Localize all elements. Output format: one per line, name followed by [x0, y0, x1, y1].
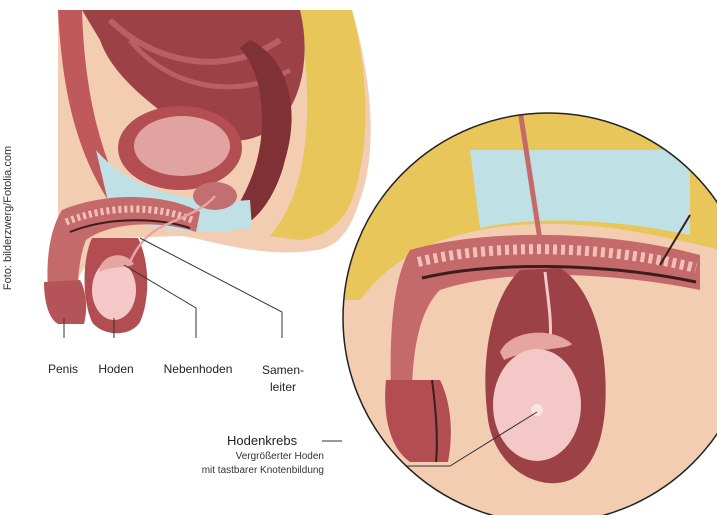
photo-credit: Foto: bilderzwerg/Fotolia.com: [2, 118, 14, 318]
label-penis: Penis: [48, 362, 78, 376]
penis-glans: [44, 280, 86, 324]
magnified-view: [340, 110, 717, 515]
label-samenleiter: Samen- leiter: [262, 362, 304, 396]
label-hoden: Hoden: [98, 362, 133, 376]
label-samenleiter-line2: leiter: [262, 379, 304, 396]
label-samenleiter-line1: Samen-: [262, 362, 304, 379]
callout-title: Hodenkrebs: [227, 433, 297, 448]
label-nebenhoden: Nebenhoden: [164, 362, 233, 376]
callout-subtitle-line1: Vergrößerter Hoden: [212, 451, 324, 462]
pelvis-overview: [44, 10, 371, 338]
testis: [92, 260, 136, 320]
callout-subtitle-line2: mit tastbarer Knotenbildung: [178, 465, 324, 476]
